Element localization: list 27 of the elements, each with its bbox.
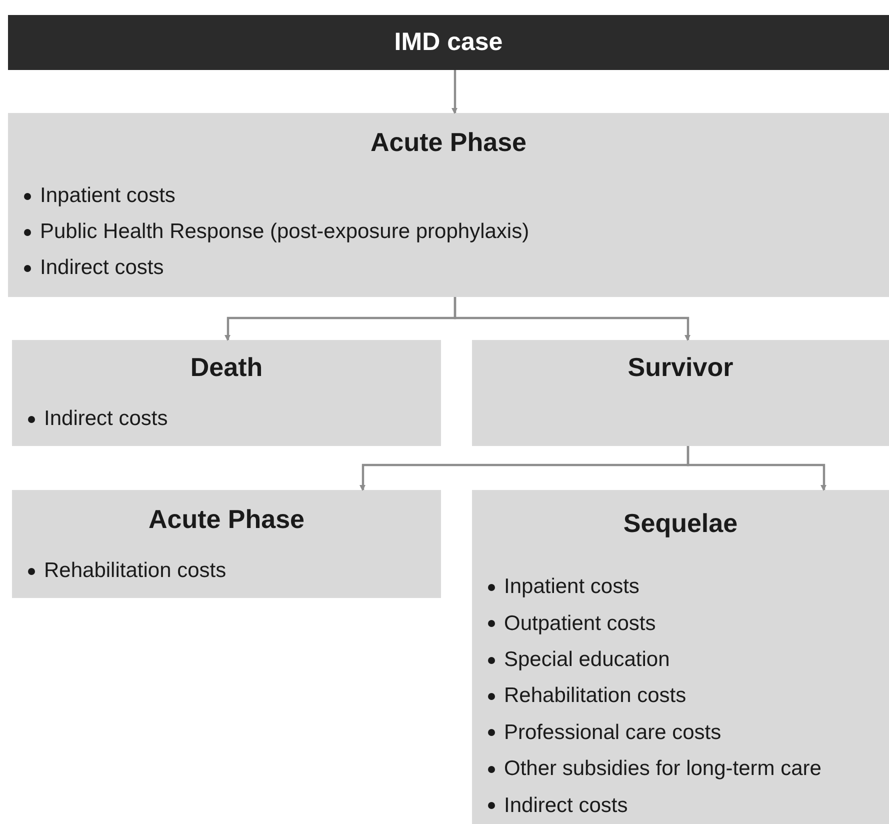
list-item: Indirect costs bbox=[504, 794, 628, 818]
list-item: Rehabilitation costs bbox=[504, 684, 686, 708]
box-heading: Death bbox=[189, 352, 264, 383]
box-heading: Acute Phase bbox=[369, 127, 528, 158]
box-heading: Sequelae bbox=[622, 508, 739, 539]
list-item: Inpatient costs bbox=[504, 575, 640, 600]
list-item: Indirect costs bbox=[44, 407, 168, 431]
process-box bbox=[472, 490, 889, 824]
list-item: Public Health Response (post-exposure prophylaxis) bbox=[40, 220, 530, 244]
process-box bbox=[12, 340, 441, 446]
list-item: Rehabilitation costs bbox=[44, 559, 226, 583]
arrow bbox=[454, 297, 690, 341]
list-item: Inpatient costs bbox=[40, 184, 176, 208]
process-box bbox=[472, 340, 889, 446]
box-heading: Acute Phase bbox=[147, 504, 306, 535]
list-item: Special education bbox=[504, 648, 670, 672]
list-item: Professional care costs bbox=[504, 720, 722, 745]
process-box bbox=[8, 113, 889, 297]
box-heading: Survivor bbox=[626, 352, 734, 383]
header-bar bbox=[8, 15, 889, 70]
arrow bbox=[686, 446, 826, 491]
list-item: Outpatient costs bbox=[504, 612, 656, 636]
list-item: Other subsidies for long-term care bbox=[504, 757, 822, 782]
arrow bbox=[452, 70, 458, 114]
list-item: Indirect costs bbox=[40, 256, 164, 280]
process-box bbox=[12, 490, 441, 598]
box-heading: IMD case bbox=[393, 28, 504, 57]
